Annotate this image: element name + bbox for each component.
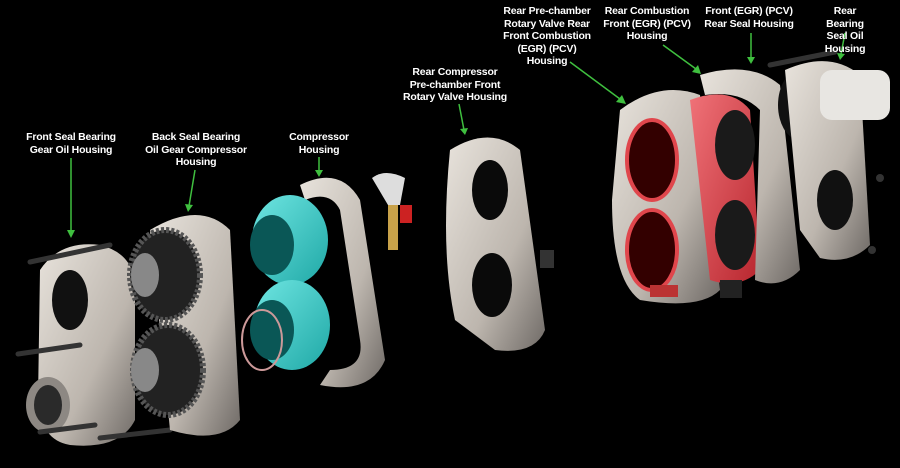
injector-part [372, 173, 412, 250]
arrow-back-seal [188, 169, 196, 207]
rear-bearing-housing-part [767, 49, 890, 260]
rear-compressor-plate-part [446, 137, 554, 351]
back-seal-housing-part [127, 215, 240, 436]
label-compressor-housing: Compressor Housing [289, 131, 349, 156]
rear-prechamber-housing-part [612, 90, 760, 304]
label-rear-prechamber-rotary-valve-housing: Rear Pre-chamber Rotary Valve Rear Front… [503, 5, 591, 67]
arrow-rear-compressor [458, 103, 465, 131]
label-rear-combustion-front-housing: Rear Combustion Front (EGR) (PCV) Housin… [603, 5, 691, 42]
label-front-seal-bearing-gear-oil-housing: Front Seal Bearing Gear Oil Housing [26, 131, 116, 156]
arrow-rear-bearing [840, 32, 846, 55]
compressor-housing-part [241, 177, 385, 388]
front-seal-housing-part [15, 242, 173, 446]
label-rear-bearing-seal-oil-housing: Rear Bearing Seal Oil Housing [824, 5, 866, 55]
arrow-rear-prechamber [569, 61, 621, 100]
label-back-seal-bearing-oil-gear-compressor-housing: Back Seal Bearing Oil Gear Compressor Ho… [145, 131, 247, 168]
label-rear-compressor-prechamber-front-rotary-valve-housing: Rear Compressor Pre-chamber Front Rotary… [403, 66, 507, 103]
arrow-rear-combustion [662, 44, 697, 70]
callout-arrows [67, 32, 846, 238]
label-front-egr-pcv-rear-seal-housing: Front (EGR) (PCV) Rear Seal Housing [704, 5, 794, 30]
